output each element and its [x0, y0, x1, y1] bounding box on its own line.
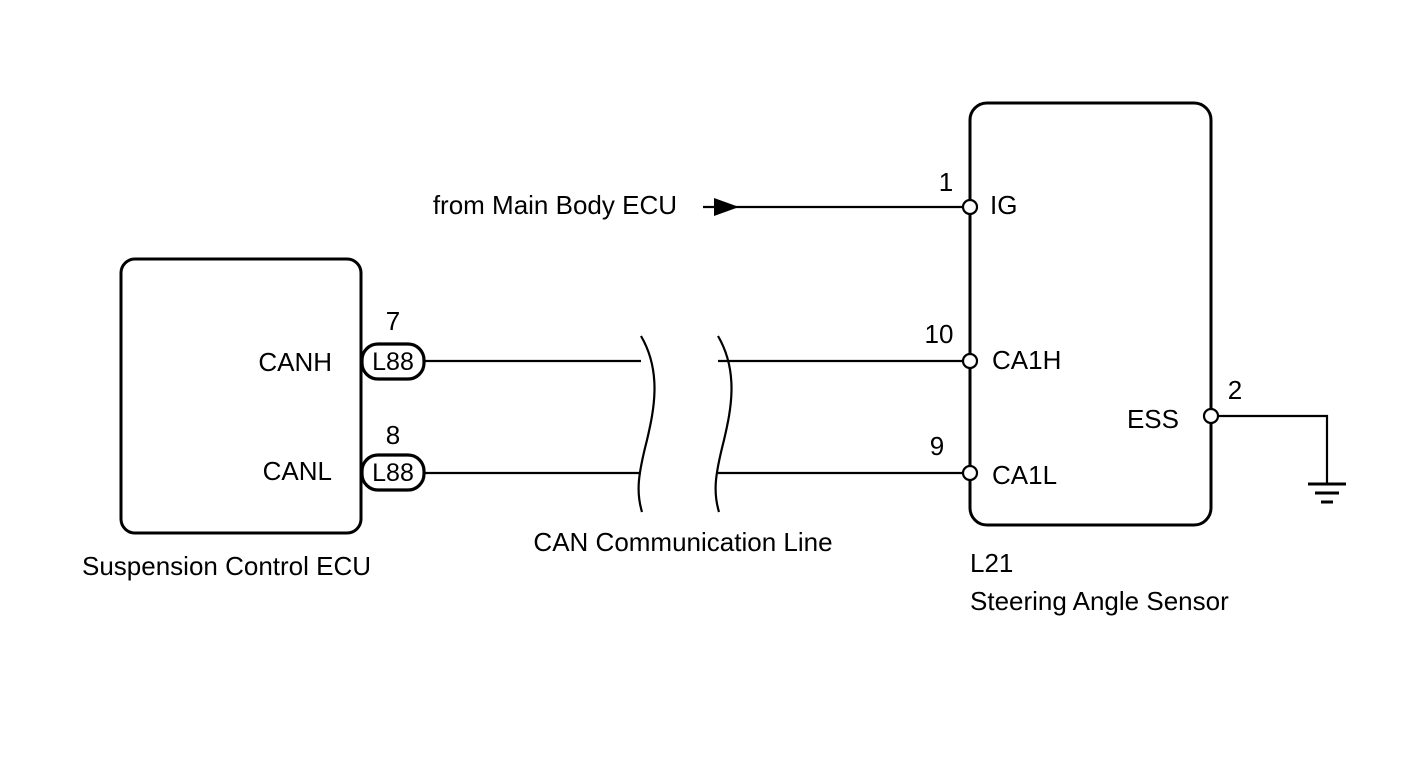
l88-canh-connector-label: L88	[372, 348, 414, 376]
ess-pin	[1202, 407, 1220, 425]
ca1h-pin	[961, 352, 979, 370]
ca1l-label: CA1L	[992, 460, 1057, 490]
ess-ground-wire	[1218, 414, 1329, 484]
ca1h-label: CA1H	[992, 345, 1061, 375]
ig-pin-number: 1	[939, 167, 953, 197]
canl-label: CANL	[263, 456, 332, 486]
ca1h-pin-number: 10	[925, 319, 954, 349]
l88-canl-pin-number: 8	[386, 420, 400, 450]
ess-label: ESS	[1127, 404, 1179, 434]
l88-canl-connector-label: L88	[372, 459, 414, 487]
sensor-connector-code: L21	[970, 548, 1013, 578]
line-break-icon	[637, 335, 656, 513]
l88-canh-pin-number: 7	[386, 306, 400, 336]
line-break-icon	[714, 335, 733, 513]
suspension-ecu-box	[119, 257, 363, 535]
ig-pin	[961, 198, 979, 216]
canh-label: CANH	[258, 347, 332, 377]
can-line-label: CAN Communication Line	[533, 527, 832, 557]
main-body-label: from Main Body ECU	[433, 190, 677, 220]
ess-pin-number: 2	[1228, 375, 1242, 405]
ca1l-pin-number: 9	[930, 431, 944, 461]
arrow-right-icon	[714, 198, 739, 216]
ground-symbol-icon	[1308, 482, 1346, 504]
sensor-title: Steering Angle Sensor	[970, 586, 1229, 616]
suspension-ecu-title: Suspension Control ECU	[82, 551, 371, 581]
ca1l-pin	[961, 464, 979, 482]
ig-label: IG	[990, 190, 1017, 220]
steering-sensor-box	[968, 101, 1213, 527]
